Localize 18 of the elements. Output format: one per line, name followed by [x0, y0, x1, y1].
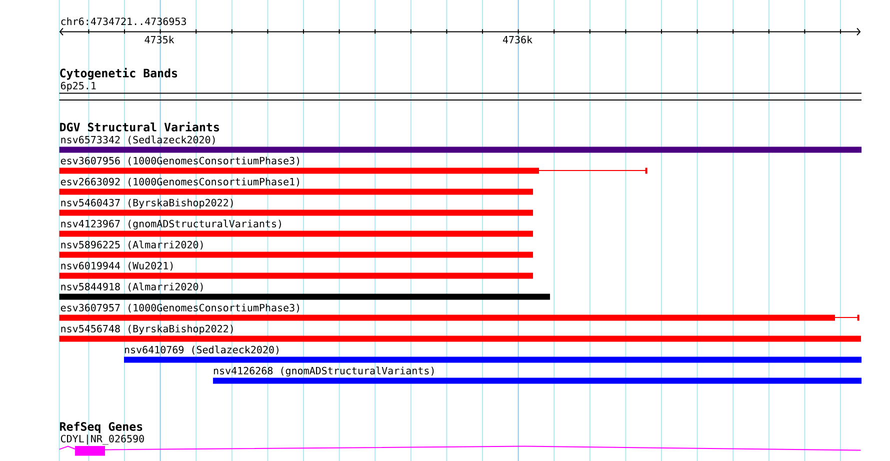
variant-label: esv2663092 (1000GenomesConsortiumPhase1) [60, 178, 300, 187]
variant-label: nsv4126268 (gnomADStructuralVariants) [214, 366, 434, 376]
variant-label: nsv6019944 (Wu2021) [61, 262, 173, 271]
variant-label: nsv6410769 (Sedlazeck2020) [124, 346, 278, 355]
band-label: 6p25.1 [60, 82, 96, 92]
variant-label: nsv5896225 (Almarri2020) [61, 240, 203, 250]
variant-label: esv3607956 (1000GenomesConsortiumPhase3) [60, 156, 300, 166]
variant-label: nsv5460437 (ByrskaBishop2022) [61, 198, 233, 208]
track-title: DGV Structural Variants [60, 122, 219, 132]
variant-label: esv3607957 (1000GenomesConsortiumPhase3) [60, 304, 300, 313]
variant-label: nsv6573342 (Sedlazeck2020) [61, 136, 215, 145]
tick-label: 4736k [502, 36, 532, 44]
variant-label: nsv5844918 (Almarri2020) [61, 282, 203, 292]
tick-label: 4735k [144, 36, 174, 44]
variant-label: nsv5456748 (ByrskaBishop2022) [61, 324, 233, 334]
coordinate-label: chr6:4734721..4736953 [61, 17, 186, 26]
gene-label: CDYL|NR_026590 [60, 434, 144, 445]
variant-label: nsv4123967 (gnomADStructuralVariants) [61, 220, 281, 230]
